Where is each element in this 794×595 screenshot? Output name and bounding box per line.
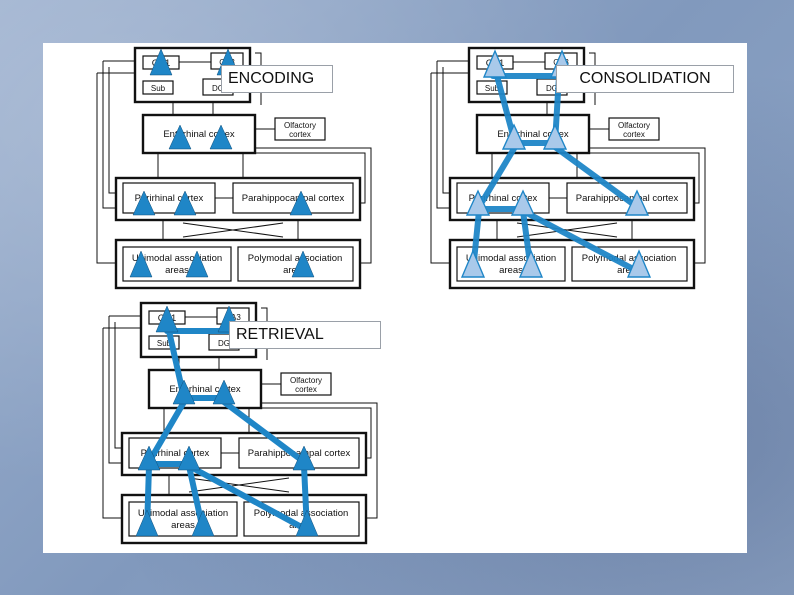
encoding-neuron-ca1 xyxy=(149,48,173,76)
encoding-neuron-entorhinal-1 xyxy=(168,124,192,150)
sub-label: Sub xyxy=(157,339,172,348)
bypass-line-left-2 xyxy=(114,322,122,449)
right-feedback-2 xyxy=(261,402,378,519)
cross-link-2 xyxy=(516,222,618,238)
consolidation-neuron-unimodal-2 xyxy=(518,249,544,278)
consolidation-schematic: CA1CA3SubDGEntorhinal cortexOlfactorycor… xyxy=(430,46,706,290)
encoding-neuron-perirhinal-2 xyxy=(173,190,197,216)
olfactory-label-2: cortex xyxy=(623,130,645,139)
sub-label: Sub xyxy=(151,84,166,93)
right-feedback-1 xyxy=(255,152,366,204)
polymodal-label-1: Polymodal association xyxy=(582,253,677,264)
unimodal-label-2: areas xyxy=(171,520,195,531)
retrieval-link-ent-peri xyxy=(146,399,187,465)
bypass-line-left-2 xyxy=(442,67,450,194)
retrieval-neuron-perirhinal-2 xyxy=(177,445,201,471)
right-feedback-1 xyxy=(589,152,700,204)
slide-panel: CA1CA3SubDGEntorhinal cortexOlfactorycor… xyxy=(43,43,747,553)
entorhinal-box xyxy=(475,113,591,155)
olfactory-label-1: Olfactory xyxy=(284,121,316,130)
retrieval-link-peri-poly xyxy=(186,463,310,533)
consolidation-link-ent-peri xyxy=(476,144,518,210)
unimodal-label-2: areas xyxy=(165,265,189,276)
perirhinal-label: Perirhinal cortex xyxy=(469,193,538,204)
unimodal-label-1: Unimodal association xyxy=(138,508,228,519)
retrieval-neuron-parahippocampal xyxy=(292,445,316,471)
consolidation-neuron-unimodal-1 xyxy=(460,249,486,278)
retrieval-neuron-perirhinal-1 xyxy=(137,445,161,471)
encoding-neuron-unimodal-2 xyxy=(185,250,209,278)
dg-label: DG xyxy=(218,339,230,348)
entorhinal-label: Entorhinal cortex xyxy=(169,384,241,395)
perirhinal-label: Perirhinal cortex xyxy=(135,193,204,204)
right-feedback-2 xyxy=(255,147,372,264)
consolidation-neuron-entorhinal-2 xyxy=(542,123,568,150)
right-feedback-1 xyxy=(261,407,372,459)
polymodal-label-1: Polymodal association xyxy=(248,253,343,264)
encoding-neuron-polymodal xyxy=(291,250,315,278)
retrieval-neuron-unimodal-2 xyxy=(191,509,215,537)
cortex-row-box xyxy=(448,176,696,222)
bypass-line-left-1 xyxy=(102,61,116,209)
retrieval-neuron-unimodal-1 xyxy=(135,509,159,537)
perirhinal-label: Perirhinal cortex xyxy=(141,448,210,459)
entorhinal-label: Entorhinal cortex xyxy=(163,129,235,140)
retrieval-title: RETRIEVAL xyxy=(229,321,381,349)
unimodal-label-2: areas xyxy=(499,265,523,276)
retrieval-link-ent-para xyxy=(221,399,307,465)
encoding-schematic: CA1CA3SubDGEntorhinal cortexOlfactorycor… xyxy=(96,46,372,290)
polymodal-label-1: Polymodal association xyxy=(254,508,349,519)
entorhinal-box xyxy=(141,113,257,155)
bypass-line-left-1 xyxy=(436,61,450,209)
consolidation-neuron-perirhinal-1 xyxy=(465,189,491,216)
encoding-neuron-perirhinal-1 xyxy=(132,190,156,216)
bypass-line-left-1 xyxy=(108,316,122,464)
cortex-row-box xyxy=(120,431,368,477)
encoding-neuron-unimodal-1 xyxy=(129,250,153,278)
retrieval-neuron-entorhinal-2 xyxy=(212,379,236,405)
cross-link-2 xyxy=(188,477,290,493)
retrieval-neuron-polymodal xyxy=(295,509,319,537)
consolidation-neuron-entorhinal-1 xyxy=(501,123,527,150)
encoding-title: ENCODING xyxy=(221,65,333,93)
right-feedback-2 xyxy=(589,147,706,264)
olfactory-label-1: Olfactory xyxy=(618,121,650,130)
parahippocampal-label: Parahippocampal cortex xyxy=(242,193,345,204)
bypass-line-left-3 xyxy=(102,328,122,519)
retrieval-neuron-ca1 xyxy=(155,305,179,333)
encoding-neuron-parahippocampal xyxy=(289,190,313,216)
association-row-box xyxy=(114,238,362,290)
memory-diagrams-canvas: CA1CA3SubDGEntorhinal cortexOlfactorycor… xyxy=(96,46,706,545)
entorhinal-box xyxy=(147,368,263,410)
consolidation-link-ent-para xyxy=(552,144,640,210)
consolidation-neuron-perirhinal-2 xyxy=(510,189,536,216)
sub-label: Sub xyxy=(485,84,500,93)
bypass-line-left-3 xyxy=(96,73,116,264)
consolidation-neuron-parahippocampal xyxy=(624,189,650,216)
cortex-row-box xyxy=(114,176,362,222)
entorhinal-label: Entorhinal cortex xyxy=(497,129,569,140)
polymodal-label-2: areas xyxy=(617,265,641,276)
consolidation-neuron-ca1 xyxy=(482,49,508,78)
unimodal-label-1: Unimodal association xyxy=(132,253,222,264)
retrieval-neuron-entorhinal-1 xyxy=(172,379,196,405)
sub-box xyxy=(142,80,174,95)
parahippocampal-label: Parahippocampal cortex xyxy=(248,448,351,459)
bypass-line-left-2 xyxy=(108,67,116,194)
olfactory-label-2: cortex xyxy=(289,130,311,139)
consolidation-link-peri-poly xyxy=(520,208,640,274)
dg-label: DG xyxy=(546,84,558,93)
consolidation-neuron-polymodal xyxy=(626,249,652,278)
dg-label: DG xyxy=(212,84,224,93)
cross-link-2 xyxy=(182,222,284,238)
encoding-neuron-entorhinal-2 xyxy=(209,124,233,150)
unimodal-label-1: Unimodal association xyxy=(466,253,556,264)
olfactory-label-1: Olfactory xyxy=(290,376,322,385)
consolidation-title: CONSOLIDATION xyxy=(556,65,734,93)
bypass-line-left-3 xyxy=(430,73,450,264)
olfactory-label-2: cortex xyxy=(295,385,317,394)
